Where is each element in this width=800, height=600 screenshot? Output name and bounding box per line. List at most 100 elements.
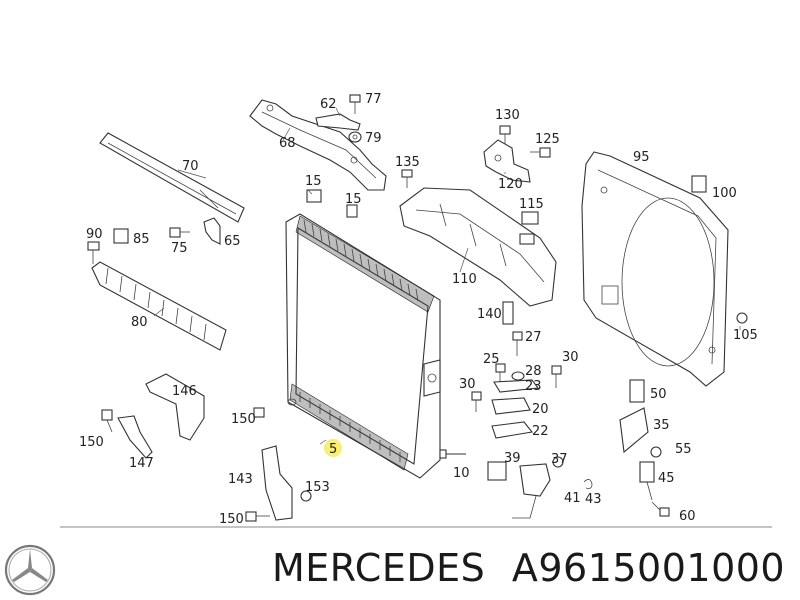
callout-70: 70: [182, 159, 199, 174]
part-41-ring: [552, 456, 564, 468]
callout-15-a: 15: [305, 174, 322, 189]
callout-105: 105: [733, 328, 758, 343]
leader-lines: [153, 107, 741, 445]
callout-146: 146: [172, 384, 197, 399]
callout-125: 125: [535, 132, 560, 147]
part-5-radiator: [285, 213, 441, 479]
part-77-bolt: [349, 94, 361, 114]
part-23-bracket: [493, 379, 540, 393]
callout-143: 143: [228, 472, 253, 487]
callout-140: 140: [477, 307, 502, 322]
mercedes-star-logo: [4, 544, 56, 596]
part-115-clip: [521, 211, 539, 225]
part-70-strip: [99, 132, 245, 223]
callout-45: 45: [658, 471, 675, 486]
callout-30-left: 30: [459, 377, 476, 392]
part-143-bracket: [261, 445, 293, 521]
callout-135: 135: [395, 155, 420, 170]
callout-62: 62: [320, 97, 337, 112]
part-130-bolt: [499, 125, 511, 144]
callout-79: 79: [365, 131, 382, 146]
callout-100: 100: [712, 186, 737, 201]
callout-55: 55: [675, 442, 692, 457]
callout-150-mid: 150: [231, 412, 256, 427]
part-20-bracket: [491, 397, 531, 415]
part-39-sensor: [487, 461, 507, 481]
callout-28: 28: [525, 364, 542, 379]
part-55-bolt: [650, 446, 662, 458]
callout-150-bottom: 150: [219, 512, 244, 527]
part-30-bolt-right: [551, 365, 562, 388]
callout-20: 20: [532, 402, 549, 417]
part-30-bolt-left: [471, 391, 482, 412]
part-105-bolt: [736, 312, 748, 324]
callout-110: 110: [452, 272, 477, 287]
part-90-bolt: [87, 241, 100, 264]
callout-80: 80: [131, 315, 148, 330]
callout-120: 120: [498, 177, 523, 192]
part-120-bracket: [483, 139, 531, 183]
callout-115: 115: [519, 197, 544, 212]
part-140-clip: [502, 301, 514, 325]
part-68-upper-bracket: [249, 99, 387, 191]
part-153-washer: [300, 490, 312, 502]
part-150-bolt-left: [101, 409, 113, 433]
part-110-shroud-bracket: [399, 187, 557, 307]
part-125-bolt: [530, 147, 551, 158]
part-15-clip-b: [346, 204, 358, 218]
callout-95: 95: [633, 150, 650, 165]
part-150-bolt-mid: [253, 407, 265, 418]
part-100-clip: [691, 175, 707, 193]
callout-77: 77: [365, 92, 382, 107]
callout-147: 147: [129, 456, 154, 471]
part-15-clip-a: [306, 189, 322, 203]
part-10-pipe: [439, 449, 466, 459]
callout-50: 50: [650, 387, 667, 402]
part-60-bolt: [651, 501, 670, 517]
part-146-bracket: [145, 373, 205, 441]
callout-153: 153: [305, 480, 330, 495]
callout-60: 60: [679, 509, 696, 524]
part-79-nut: [348, 131, 362, 143]
part-45-sensor: [639, 461, 655, 501]
callout-27: 27: [525, 330, 542, 345]
part-95-fan-shroud: [581, 151, 729, 387]
callout-5: 5: [329, 442, 337, 457]
callout-30-right: 30: [562, 350, 579, 365]
callout-150-left: 150: [79, 435, 104, 450]
callout-75: 75: [171, 241, 188, 256]
part-80-slatted-panel: [91, 261, 227, 351]
highlight-marker: [324, 439, 342, 457]
callout-22: 22: [532, 424, 549, 439]
callout-41: 41: [564, 491, 581, 506]
part-75-bolt: [169, 227, 190, 238]
part-85-clip: [113, 228, 129, 244]
part-37-valve: [512, 463, 551, 519]
part-135-bolt: [401, 169, 413, 188]
callout-90: 90: [86, 227, 103, 242]
callout-15-b: 15: [345, 192, 362, 207]
callout-65: 65: [224, 234, 241, 249]
part-50-clip: [629, 379, 645, 403]
callout-43: 43: [585, 492, 602, 507]
callout-68: 68: [279, 136, 296, 151]
callout-25: 25: [483, 352, 500, 367]
part-62-strap: [315, 113, 361, 131]
part-27-bolt: [512, 331, 523, 356]
part-147-bracket: [117, 415, 153, 459]
part-number: A9615001000: [511, 546, 786, 590]
part-28-nut: [511, 371, 525, 381]
callout-37: 37: [551, 452, 568, 467]
part-22-bracket: [491, 421, 534, 439]
part-150-bolt-bottom: [245, 511, 270, 522]
callout-130: 130: [495, 108, 520, 123]
callout-35: 35: [653, 418, 670, 433]
part-35-bracket: [619, 407, 649, 454]
part-caption: MERCEDES A9615001000: [272, 546, 800, 596]
part-65-bracket: [203, 217, 221, 245]
callout-39: 39: [504, 451, 521, 466]
callout-85: 85: [133, 232, 150, 247]
part-43-clip: [583, 479, 593, 489]
